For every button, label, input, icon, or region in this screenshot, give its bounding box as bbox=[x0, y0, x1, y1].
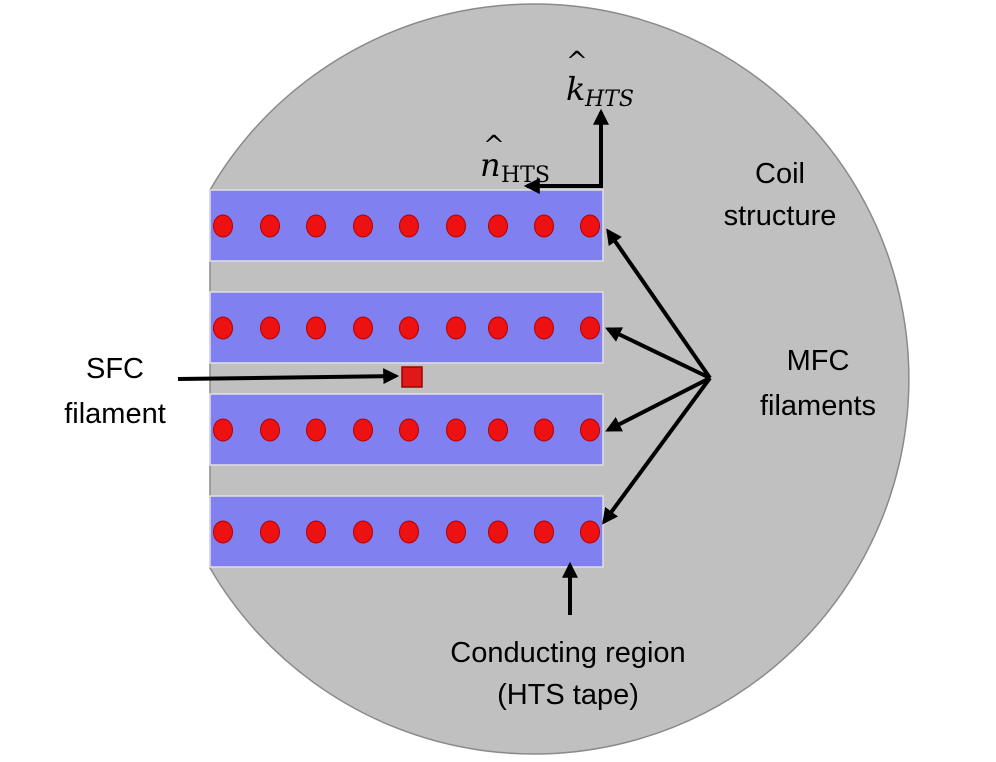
conducting-region-label-line2: (HTS tape) bbox=[497, 679, 639, 711]
hts-tapes-group bbox=[209, 189, 604, 568]
mfc-filament bbox=[534, 418, 554, 442]
mfc-filaments-label-line2: filaments bbox=[760, 390, 876, 422]
mfc-filament bbox=[446, 520, 466, 544]
svg-text:k: k bbox=[566, 70, 585, 108]
sfc-pointer-arrow bbox=[177, 368, 400, 385]
sfc-filament-square bbox=[401, 366, 423, 388]
mfc-pointer-arrows bbox=[602, 228, 712, 525]
mfc-filament bbox=[353, 214, 373, 238]
mfc-filament bbox=[580, 316, 600, 340]
mfc-filament bbox=[260, 520, 280, 544]
svg-text:HTS: HTS bbox=[584, 87, 634, 112]
mfc-filament bbox=[399, 214, 419, 238]
mfc-filament bbox=[534, 316, 554, 340]
mfc-filament bbox=[213, 520, 233, 544]
mfc-filament bbox=[446, 214, 466, 238]
mfc-filament bbox=[353, 520, 373, 544]
mfc-filament bbox=[399, 520, 419, 544]
mfc-filament bbox=[306, 316, 326, 340]
mfc-filament bbox=[306, 418, 326, 442]
mfc-filament bbox=[213, 316, 233, 340]
coil-structure-label-line2: structure bbox=[724, 200, 837, 232]
mfc-filament bbox=[534, 520, 554, 544]
coil-structure-label-line1: Coil bbox=[755, 158, 805, 190]
mfc-filament bbox=[306, 214, 326, 238]
mfc-filament bbox=[580, 214, 600, 238]
svg-text:^: ^ bbox=[483, 131, 505, 161]
mfc-filament bbox=[260, 316, 280, 340]
svg-text:n: n bbox=[480, 146, 501, 184]
mfc-filament bbox=[534, 214, 554, 238]
mfc-filament bbox=[488, 418, 508, 442]
sfc-filament-label-line1: SFC bbox=[86, 353, 144, 385]
mfc-filament bbox=[488, 214, 508, 238]
mfc-filament bbox=[260, 214, 280, 238]
mfc-filament bbox=[306, 520, 326, 544]
mfc-filament bbox=[353, 418, 373, 442]
mfc-filament bbox=[488, 520, 508, 544]
conducting-region-label-line1: Conducting region bbox=[450, 637, 685, 669]
mfc-filament bbox=[446, 316, 466, 340]
mfc-filament bbox=[260, 418, 280, 442]
mfc-filament bbox=[353, 316, 373, 340]
sfc-filament-label-line2: filament bbox=[64, 398, 166, 430]
mfc-filament bbox=[213, 214, 233, 238]
mfc-filament bbox=[580, 418, 600, 442]
mfc-filament bbox=[488, 316, 508, 340]
mfc-filaments-label-line1: MFC bbox=[787, 345, 850, 377]
svg-text:^: ^ bbox=[566, 47, 588, 77]
svg-text:HTS: HTS bbox=[501, 163, 550, 188]
mfc-filament bbox=[446, 418, 466, 442]
n-hts-axis-label: n ^ HTS bbox=[480, 131, 550, 188]
mfc-filament bbox=[399, 418, 419, 442]
mfc-filament bbox=[580, 520, 600, 544]
k-hts-axis-label: k ^ HTS bbox=[566, 47, 634, 112]
mfc-filament bbox=[213, 418, 233, 442]
mfc-filament bbox=[399, 316, 419, 340]
